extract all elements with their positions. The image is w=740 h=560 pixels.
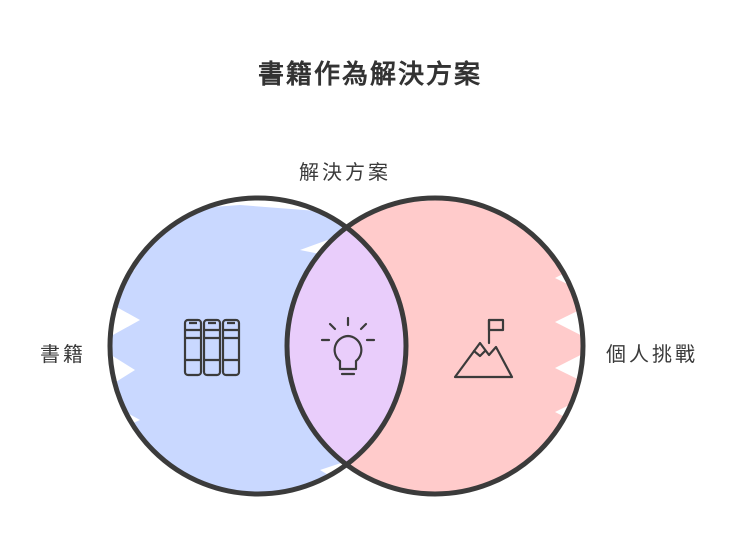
right-set-outline: [284, 195, 586, 497]
books-icon: [183, 318, 241, 377]
left-set-outline: [107, 195, 409, 497]
diagram-title: 書籍作為解決方案: [257, 60, 482, 90]
intersection-label: 解決方案: [299, 160, 391, 184]
mountain-flag-icon: [453, 318, 514, 379]
lightbulb-icon: [320, 316, 376, 376]
left-set-label: 書籍: [40, 342, 86, 366]
right-set-label: 個人挑戰: [606, 342, 698, 366]
